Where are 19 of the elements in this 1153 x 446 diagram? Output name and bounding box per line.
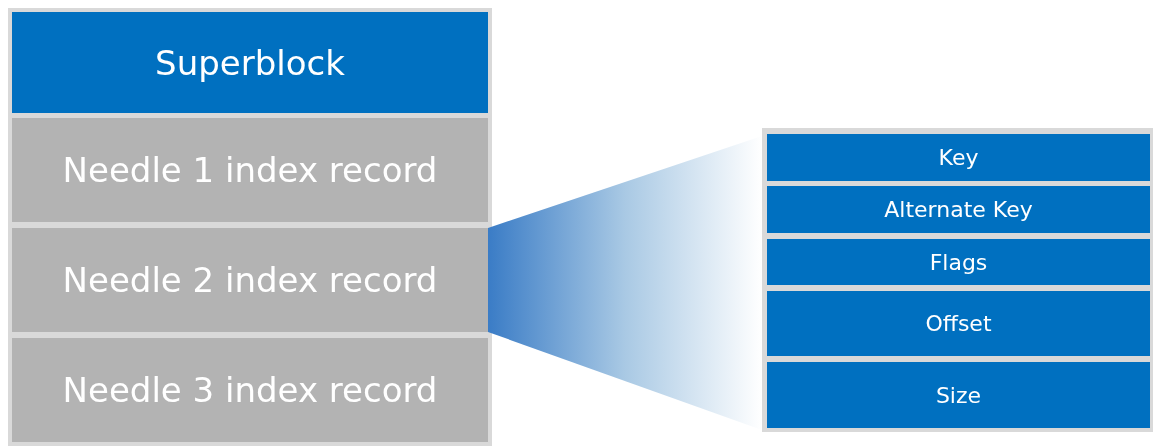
field-block: [767, 239, 1150, 285]
block-label: Size: [935, 382, 982, 408]
block-label: Key: [938, 145, 979, 170]
block-label: Alternate Key: [884, 197, 1033, 222]
header-block: [12, 12, 488, 113]
record-block: [12, 118, 488, 222]
field-panel: [762, 128, 1153, 432]
block-label: Needle 1 index record: [62, 150, 438, 190]
block-label: Offset: [925, 311, 992, 336]
record-block: [12, 228, 488, 332]
field-block: [767, 362, 1150, 428]
field-block: [767, 291, 1150, 356]
block-label: Needle 3 index record: [62, 370, 438, 410]
block-label: Flags: [929, 249, 988, 275]
field-block: [767, 186, 1150, 233]
block-label: Needle 2 index record: [62, 260, 438, 300]
record-block: [12, 338, 488, 442]
field-block: [767, 134, 1150, 181]
block-label: Superblock: [155, 42, 345, 83]
